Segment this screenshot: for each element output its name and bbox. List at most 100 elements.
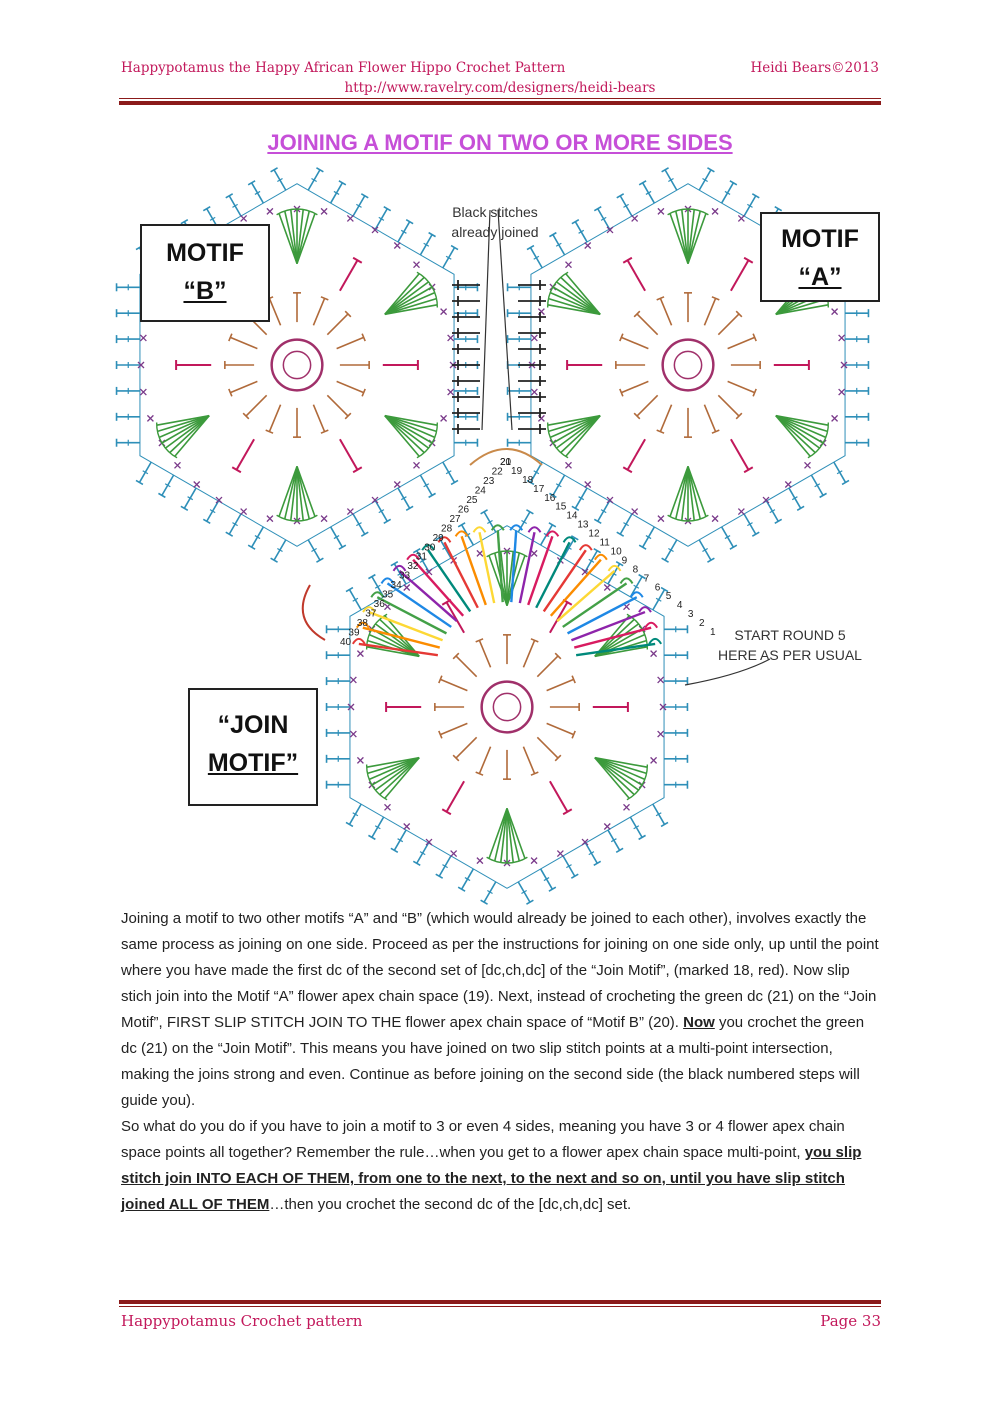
double-crochet-stitch: [412, 860, 421, 866]
middle-round-stitch: [621, 336, 649, 350]
step-number: 8: [633, 564, 639, 575]
center-ring: [282, 350, 312, 380]
double-crochet-stitch: [724, 535, 731, 540]
petal-stitch: [164, 415, 210, 449]
text-run: …then you crochet the second dc of the […: [269, 1196, 632, 1213]
double-crochet-stitch: [549, 231, 557, 238]
petal-stitch: [296, 466, 311, 520]
spoke-stitch: [626, 438, 646, 471]
single-crochet-stitch: [838, 388, 846, 396]
join-stitch: [398, 569, 458, 622]
double-crochet-stitch: [543, 877, 550, 882]
double-crochet-stitch: [588, 558, 595, 563]
step-number: 4: [677, 600, 683, 611]
middle-round-stitch: [230, 380, 258, 394]
double-crochet-stitch: [480, 509, 488, 515]
double-crochet-stitch: [360, 193, 369, 199]
single-crochet-stitch: [530, 388, 538, 396]
middle-round-stitch: [242, 412, 250, 420]
double-crochet-stitch: [435, 873, 444, 879]
single-crochet-stitch: [346, 214, 354, 222]
double-crochet-stitch: [423, 242, 430, 247]
petal-stitch: [384, 304, 438, 316]
join-stitch: [358, 642, 439, 657]
join-stitch: [562, 582, 628, 628]
join-stitch: [386, 582, 452, 628]
step-number: 25: [466, 495, 478, 506]
petal-stitch: [549, 414, 601, 439]
petal-stitch: [674, 210, 689, 264]
step-number: 14: [566, 511, 578, 522]
step-number: 28: [441, 523, 453, 534]
join-stitch: [421, 544, 436, 551]
join-stitch: [562, 536, 577, 543]
double-crochet-stitch: [445, 255, 452, 260]
middle-round-stitch: [265, 429, 274, 434]
double-crochet-stitch: [442, 864, 448, 869]
middle-round-stitch: [320, 429, 329, 434]
double-crochet-stitch: [555, 483, 562, 488]
petal-stitch: [368, 756, 420, 781]
single-crochet-stitch: [476, 549, 484, 557]
petal-arc: [416, 271, 439, 308]
petal-stitch: [278, 466, 298, 517]
petal-arc: [416, 422, 439, 459]
step-number: 6: [655, 582, 661, 593]
double-crochet-stitch: [655, 812, 662, 817]
spoke-stitch: [562, 808, 573, 816]
petal-arc: [276, 514, 318, 522]
single-crochet-stitch: [650, 756, 658, 764]
double-crochet-stitch: [383, 206, 392, 212]
petal-stitch: [548, 414, 601, 433]
motif-a-label: MOTIF “A”: [760, 212, 880, 302]
join-stitch: [427, 549, 472, 613]
petal-stitch: [296, 213, 316, 264]
middle-round-stitch: [727, 380, 755, 394]
double-crochet-stitch: [368, 834, 376, 841]
join-stitch: [362, 606, 376, 613]
spoke-stitch: [339, 259, 359, 292]
callout-line: [684, 658, 771, 686]
double-crochet-stitch: [747, 203, 753, 208]
header-copyright: Heidi Bears©2013: [750, 60, 879, 76]
header-url: http://www.ravelry.com/designers/heidi-b…: [344, 80, 656, 96]
single-crochet-stitch: [440, 308, 448, 316]
double-crochet-stitch: [435, 535, 444, 541]
double-crochet-stitch: [405, 505, 414, 512]
double-crochet-stitch: [428, 231, 436, 238]
double-crochet-stitch: [333, 190, 340, 195]
join-stitch: [355, 621, 370, 629]
single-crochet-stitch: [556, 850, 564, 858]
double-crochet-stitch: [356, 522, 362, 527]
text-run: Joining a motif to two other motifs “A” …: [121, 910, 879, 1031]
petal-stitch: [169, 415, 210, 454]
middle-round-stitch: [455, 655, 478, 678]
petal-arc: [626, 764, 649, 801]
single-crochet-stitch: [137, 361, 145, 369]
double-crochet-stitch: [187, 496, 194, 501]
petal-stitch: [687, 466, 707, 517]
middle-round-stitch: [717, 394, 740, 417]
petal-stitch: [384, 415, 430, 449]
double-crochet-stitch: [751, 193, 760, 199]
petal-stitch: [775, 304, 829, 316]
middle-round-stitch: [546, 678, 574, 692]
petal-stitch: [669, 466, 689, 517]
single-crochet-stitch: [606, 226, 614, 234]
double-crochet-stitch: [638, 573, 646, 580]
join-stitch: [351, 637, 366, 645]
double-crochet-stitch: [668, 547, 674, 553]
join-stitch: [380, 577, 395, 584]
petal-stitch: [552, 286, 601, 315]
petal-stitch: [680, 209, 689, 264]
spoke-stitch: [235, 438, 255, 471]
single-crochet-stitch: [530, 334, 538, 342]
double-crochet-stitch: [378, 216, 385, 221]
join-stitch: [437, 536, 452, 543]
single-crochet-stitch: [146, 414, 154, 422]
single-crochet-stitch: [450, 850, 458, 858]
petal-stitch: [283, 210, 298, 264]
double-crochet-stitch: [464, 877, 471, 882]
petal-stitch: [594, 757, 643, 786]
single-crochet-stitch: [393, 481, 401, 488]
